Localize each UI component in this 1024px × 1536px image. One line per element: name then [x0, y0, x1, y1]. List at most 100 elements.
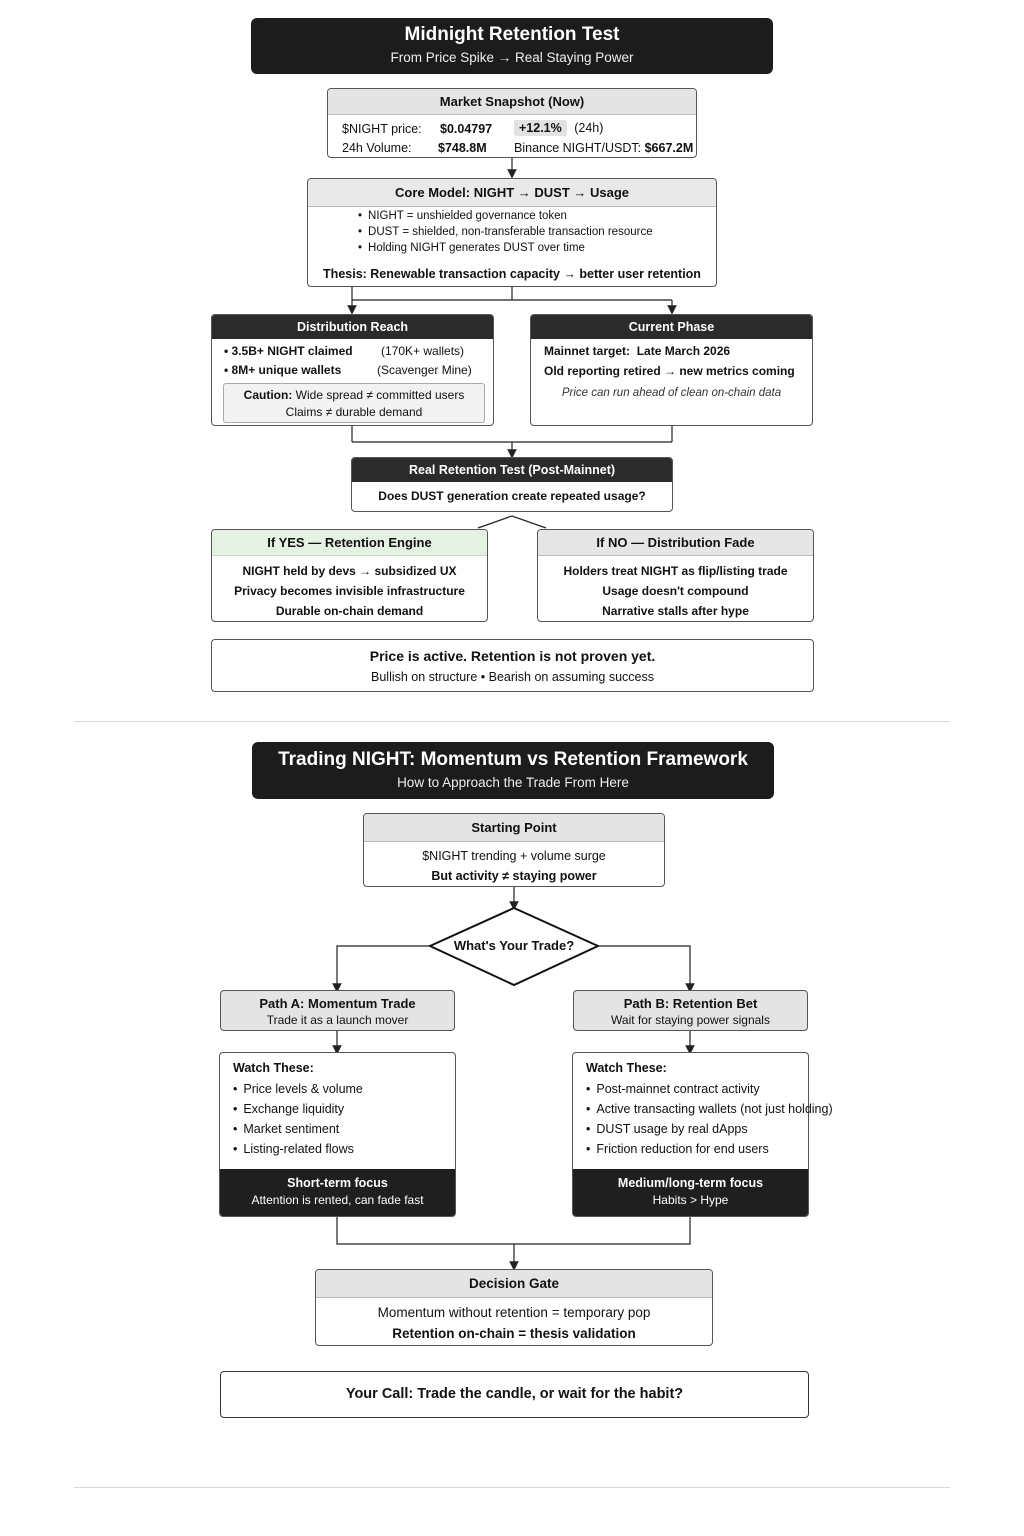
path-a-focus: Short-term focus	[287, 1176, 388, 1190]
path-b-title: Path B: Retention Bet	[623, 996, 758, 1011]
starting-point-header: Starting Point	[364, 814, 664, 842]
snapshot-price-row: $NIGHT price:	[342, 122, 422, 136]
path-a-watch-item: Price levels & volume	[233, 1082, 363, 1096]
price-change-badge: +12.1%	[514, 120, 567, 136]
path-b-watch-list: Post-mainnet contract activity Active tr…	[586, 1082, 833, 1162]
if-yes-line: Durable on-chain demand	[275, 604, 424, 618]
core-model-box: Core Model: NIGHT → DUST → Usage NIGHT =…	[307, 178, 717, 287]
pair-row: Binance NIGHT/USDT: $667.2M	[514, 141, 693, 155]
starting-line-2: But activity ≠ staying power	[431, 869, 597, 883]
path-a-watch-item: Market sentiment	[233, 1122, 363, 1136]
gate-line-2: Retention on-chain = thesis validation	[392, 1326, 636, 1341]
volume-value: $748.8M	[438, 141, 487, 155]
core-model-header: Core Model: NIGHT → DUST → Usage	[308, 179, 716, 207]
wallets-line: • 8M+ unique wallets	[224, 363, 342, 377]
core-model-bullets: NIGHT = unshielded governance token DUST…	[358, 210, 653, 258]
bottom-title-block: Trading NIGHT: Momentum vs Retention Fra…	[252, 742, 774, 799]
path-b-subtitle: Wait for staying power signals	[611, 1013, 770, 1027]
if-no-box: If NO — Distribution Fade Holders treat …	[537, 529, 814, 622]
caution-line-1: Caution: Wide spread ≠ committed users	[224, 388, 484, 402]
mainnet-value: Late March 2026	[636, 344, 731, 358]
current-phase-box: Current Phase Mainnet target: Late March…	[530, 314, 813, 426]
retention-question: Does DUST generation create repeated usa…	[378, 489, 646, 503]
path-b-watch-item: DUST usage by real dApps	[586, 1122, 833, 1136]
distribution-reach-header: Distribution Reach	[212, 315, 493, 339]
mainnet-label: Mainnet target:	[544, 344, 631, 358]
starting-line-1: $NIGHT trending + volume surge	[422, 849, 606, 863]
path-b-focus-note: Habits > Hype	[652, 1193, 729, 1207]
wallets-text: 8M+ unique wallets	[231, 363, 342, 377]
if-yes-header: If YES — Retention Engine	[212, 530, 487, 556]
top-subtitle: From Price Spike → Real Staying Power	[390, 50, 634, 65]
if-yes-line: Privacy becomes invisible infrastructure	[234, 584, 465, 598]
path-b-watch-title: Watch These:	[586, 1061, 667, 1075]
core-bullet: NIGHT = unshielded governance token	[358, 210, 653, 222]
price-value: $0.04797	[440, 122, 493, 136]
decision-label: What's Your Trade?	[453, 938, 575, 953]
caution-text-1: Wide spread ≠ committed users	[295, 388, 465, 402]
path-a-watch-list: Price levels & volume Exchange liquidity…	[233, 1082, 363, 1162]
caution-label: Caution:	[243, 388, 293, 402]
path-b-focus-footer: Medium/long-term focus Habits > Hype	[573, 1169, 808, 1216]
path-a-focus-footer: Short-term focus Attention is rented, ca…	[220, 1169, 455, 1216]
market-snapshot-box: Market Snapshot (Now) $NIGHT price: $0.0…	[327, 88, 697, 158]
path-a-subtitle: Trade it as a launch mover	[266, 1013, 409, 1027]
if-no-line: Usage doesn't compound	[602, 584, 749, 598]
phase-note: Price can run ahead of clean on-chain da…	[561, 387, 782, 399]
connector-diamond-path-b	[598, 945, 695, 993]
price-label: $NIGHT price:	[342, 122, 422, 136]
distribution-reach-box: Distribution Reach • 3.5B+ NIGHT claimed…	[211, 314, 494, 426]
caution-line-2: Claims ≠ durable demand	[285, 405, 423, 419]
summary-line-2: Bullish on structure • Bearish on assumi…	[371, 670, 654, 684]
market-snapshot-header: Market Snapshot (Now)	[328, 89, 696, 115]
path-a-watch-title: Watch These:	[233, 1061, 314, 1075]
path-b-focus: Medium/long-term focus	[617, 1176, 764, 1190]
decision-gate-box: Decision Gate Momentum without retention…	[315, 1269, 713, 1346]
gate-line-1: Momentum without retention = temporary p…	[377, 1305, 651, 1320]
connector-retention-branches	[477, 515, 547, 529]
path-b-watch-box: Watch These: Post-mainnet contract activ…	[572, 1052, 833, 1217]
wallets-note: (Scavenger Mine)	[377, 363, 472, 377]
mainnet-row: Mainnet target: Late March 2026	[544, 344, 730, 358]
current-phase-header: Current Phase	[531, 315, 812, 339]
core-bullet: Holding NIGHT generates DUST over time	[358, 242, 653, 254]
price-change-period: (24h)	[574, 121, 604, 135]
connector-watch-a-gate	[336, 1217, 691, 1245]
core-thesis: Thesis: Renewable transaction capacity →…	[323, 267, 701, 281]
path-b-watch-item: Post-mainnet contract activity	[586, 1082, 833, 1096]
pair-label: Binance NIGHT/USDT:	[514, 141, 642, 155]
section-divider-bottom	[74, 1487, 950, 1488]
summary-box: Price is active. Retention is not proven…	[211, 639, 814, 692]
if-no-line: Narrative stalls after hype	[602, 604, 749, 618]
top-title: Midnight Retention Test	[404, 24, 620, 45]
if-yes-line: NIGHT held by devs → subsidized UX	[242, 564, 457, 578]
retention-test-header: Real Retention Test (Post-Mainnet)	[352, 458, 672, 482]
claimed-line: • 3.5B+ NIGHT claimed	[224, 344, 353, 358]
retention-test-box: Real Retention Test (Post-Mainnet) Does …	[351, 457, 673, 512]
bottom-subtitle: How to Approach the Trade From Here	[397, 775, 629, 790]
path-a-watch-box: Watch These: Price levels & volume Excha…	[219, 1052, 456, 1217]
path-a-title: Path A: Momentum Trade	[259, 996, 416, 1011]
path-b-watch-item: Friction reduction for end users	[586, 1142, 833, 1156]
summary-line-1: Price is active. Retention is not proven…	[369, 648, 656, 664]
claimed-note: (170K+ wallets)	[381, 344, 465, 358]
section-divider-top	[74, 721, 950, 722]
connector-diamond-path-a	[332, 945, 430, 993]
caution-box: Caution: Wide spread ≠ committed users C…	[223, 383, 485, 423]
path-a-watch-item: Exchange liquidity	[233, 1102, 363, 1116]
decision-diamond: What's Your Trade?	[430, 938, 598, 953]
pair-value: $667.2M	[644, 141, 694, 155]
price-change-row: +12.1% (24h)	[514, 120, 604, 136]
if-no-line: Holders treat NIGHT as flip/listing trad…	[563, 564, 788, 578]
if-no-header: If NO — Distribution Fade	[538, 530, 813, 556]
path-a-watch-item: Listing-related flows	[233, 1142, 363, 1156]
starting-point-box: Starting Point $NIGHT trending + volume …	[363, 813, 665, 887]
your-call-text: Your Call: Trade the candle, or wait for…	[345, 1386, 684, 1402]
if-no-lines: Holders treat NIGHT as flip/listing trad…	[538, 564, 813, 618]
top-title-block: Midnight Retention Test From Price Spike…	[251, 18, 773, 74]
decision-gate-header: Decision Gate	[316, 1270, 712, 1298]
path-a-box: Path A: Momentum Trade Trade it as a lau…	[220, 990, 455, 1031]
bottom-title: Trading NIGHT: Momentum vs Retention Fra…	[278, 749, 748, 770]
your-call-box: Your Call: Trade the candle, or wait for…	[220, 1371, 809, 1418]
volume-label: 24h Volume:	[342, 141, 412, 155]
